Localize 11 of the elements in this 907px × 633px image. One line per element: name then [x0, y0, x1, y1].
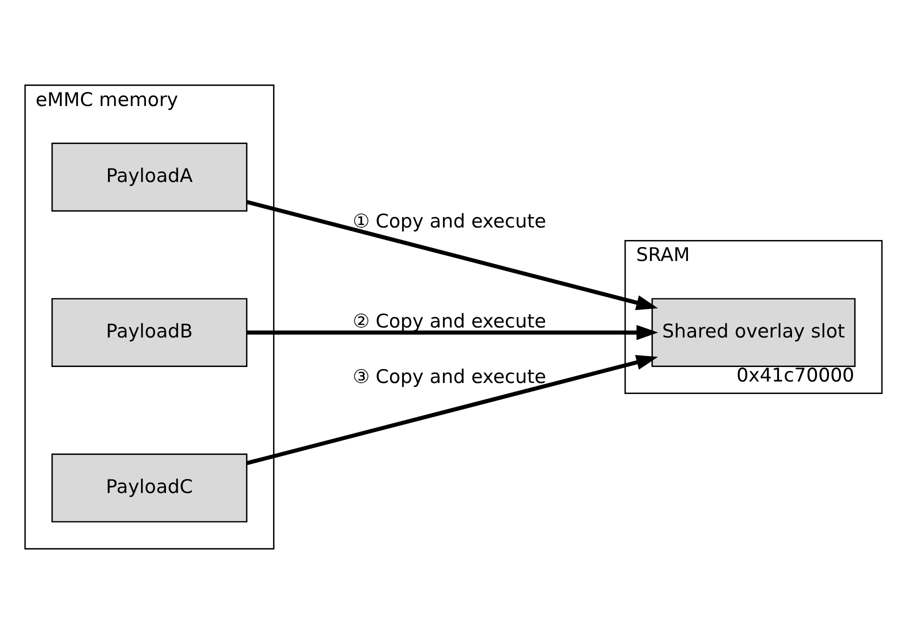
- node-box: Shared overlay slot: [652, 298, 856, 366]
- node-label: 0x41c70000: [736, 364, 854, 386]
- edge-label: ③ Copy and execute: [352, 365, 546, 388]
- arrow: [246, 199, 658, 310]
- arrow: [246, 354, 658, 465]
- edge-label: ① Copy and execute: [352, 210, 546, 232]
- node-box: PayloadC: [51, 453, 248, 522]
- node-box: PayloadB: [51, 298, 248, 366]
- node-box: PayloadA: [51, 142, 248, 212]
- arrow: [246, 324, 658, 340]
- edge-label: ② Copy and execute: [352, 310, 546, 332]
